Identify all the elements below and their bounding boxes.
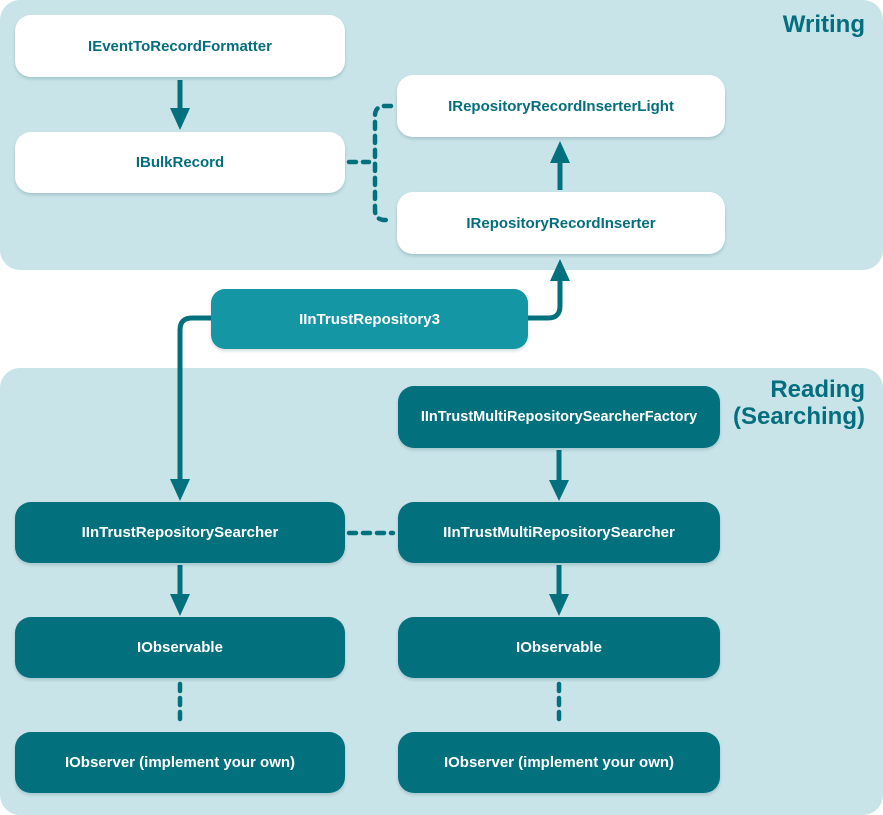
- node-iobserver-left: IObserver (implement your own): [15, 732, 345, 793]
- node-iobservable-left-label: IObservable: [137, 639, 223, 656]
- node-ieventtorecordformatter: IEventToRecordFormatter: [15, 15, 345, 77]
- node-ibulkrecord: IBulkRecord: [15, 132, 345, 193]
- writing-section-label: Writing: [783, 11, 865, 38]
- node-iintrustmultirepositorysearcherfactory-label: IInTrustMultiRepositorySearcherFactory: [420, 409, 698, 425]
- node-irepositoryrecordinserter-label: IRepositoryRecordInserter: [466, 214, 656, 232]
- reading-section-label: Reading (Searching): [733, 376, 865, 430]
- node-iintrustmultirepositorysearcher-label: IInTrustMultiRepositorySearcher: [443, 524, 675, 541]
- node-iobservable-right: IObservable: [398, 617, 720, 678]
- arrow-repository3-to-inserter: [528, 279, 563, 321]
- node-iobservable-right-label: IObservable: [516, 639, 602, 656]
- node-iobserver-right-label: IObserver (implement your own): [443, 754, 675, 771]
- node-ieventtorecordformatter-label: IEventToRecordFormatter: [88, 37, 272, 55]
- node-irepositoryrecordinserterlight-label: IRepositoryRecordInserterLight: [448, 97, 674, 115]
- node-iobserver-left-label: IObserver (implement your own): [64, 754, 296, 771]
- reading-section-label-line2: (Searching): [732, 403, 865, 430]
- node-iintrustmultirepositorysearcher: IInTrustMultiRepositorySearcher: [398, 502, 720, 563]
- node-iobserver-right: IObserver (implement your own): [398, 732, 720, 793]
- node-iobservable-left: IObservable: [15, 617, 345, 678]
- reading-section-label-line1: Reading: [770, 376, 865, 403]
- node-irepositoryrecordinserter: IRepositoryRecordInserter: [397, 192, 725, 254]
- node-iintrustmultirepositorysearcherfactory: IInTrustMultiRepositorySearcherFactory: [398, 386, 720, 448]
- writing-section-label-text: Writing: [782, 11, 865, 38]
- node-iintrustrepository3-label: IInTrustRepository3: [299, 310, 440, 328]
- node-iintrustrepositorysearcher: IInTrustRepositorySearcher: [15, 502, 345, 563]
- node-iintrustrepositorysearcher-label: IInTrustRepositorySearcher: [81, 524, 279, 541]
- node-ibulkrecord-label: IBulkRecord: [135, 154, 225, 171]
- node-iintrustrepository3: IInTrustRepository3: [211, 289, 528, 349]
- node-irepositoryrecordinserterlight: IRepositoryRecordInserterLight: [397, 75, 725, 137]
